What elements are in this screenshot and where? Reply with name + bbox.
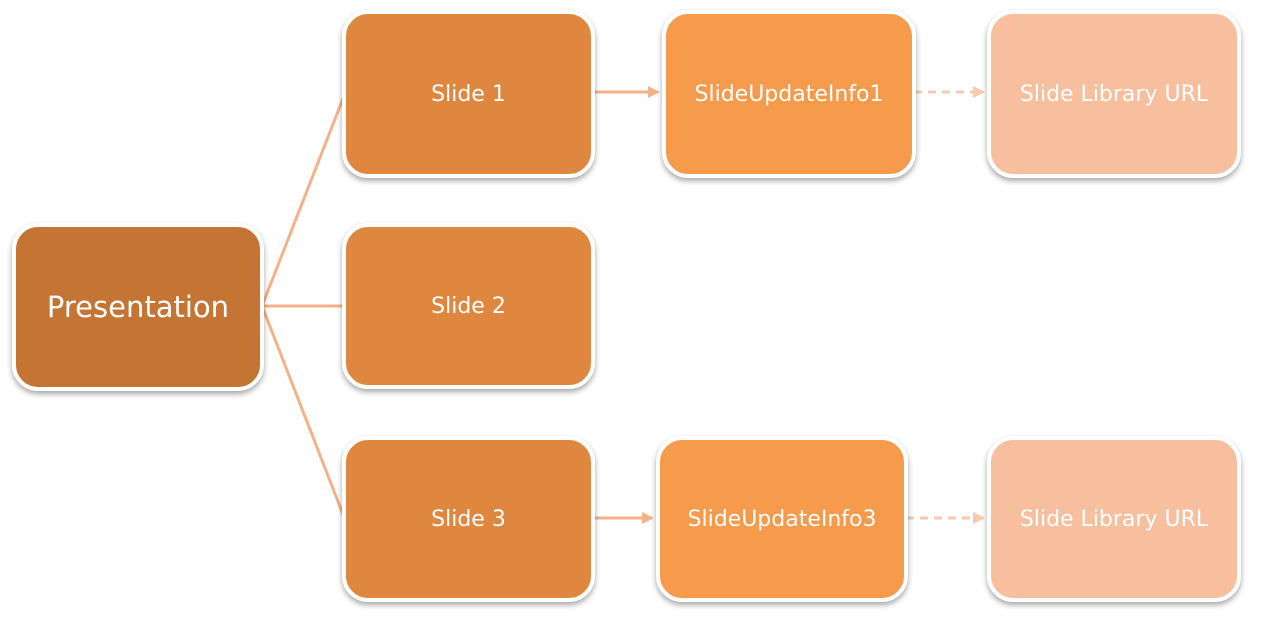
slide-update-info-3-label: SlideUpdateInfo3 — [687, 506, 877, 532]
presentation-node: Presentation — [12, 223, 264, 391]
slide-library-url-1-label: Slide Library URL — [1019, 81, 1209, 107]
slide-library-url-1-node: Slide Library URL — [987, 10, 1241, 178]
slide-3-label: Slide 3 — [431, 506, 506, 532]
slide-library-url-3-label: Slide Library URL — [1019, 506, 1209, 532]
slide-1-node: Slide 1 — [342, 10, 595, 178]
slide-update-info-3-node: SlideUpdateInfo3 — [656, 436, 908, 602]
slide-2-label: Slide 2 — [431, 293, 506, 319]
connector-root-slide3 — [260, 305, 346, 518]
slide-update-info-1-label: SlideUpdateInfo1 — [694, 81, 884, 107]
slide-3-node: Slide 3 — [342, 436, 595, 602]
slide-2-node: Slide 2 — [342, 223, 595, 389]
presentation-label: Presentation — [46, 290, 230, 324]
connector-root-slide1 — [260, 95, 346, 307]
slide-library-url-3-node: Slide Library URL — [987, 436, 1241, 602]
slide-1-label: Slide 1 — [431, 81, 506, 107]
slide-update-info-1-node: SlideUpdateInfo1 — [662, 10, 916, 178]
